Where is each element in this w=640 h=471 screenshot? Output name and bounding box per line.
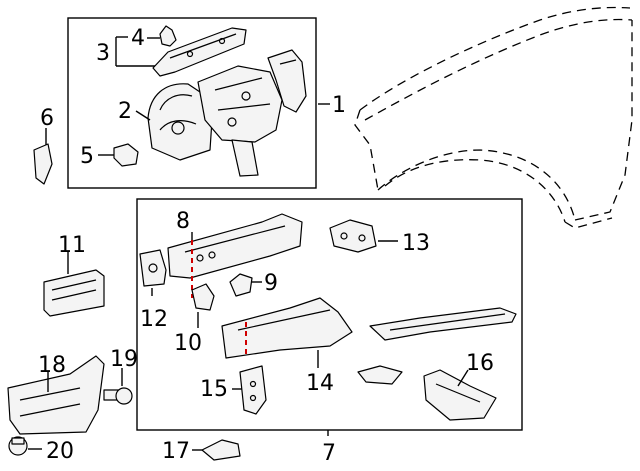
part-11-bracket	[43, 269, 105, 317]
callout-8: 8	[176, 209, 190, 234]
part-1-apron	[197, 65, 283, 177]
callout-17: 17	[162, 439, 190, 464]
callout-7: 7	[322, 441, 336, 466]
leader-lines	[28, 36, 469, 451]
part-15-plate	[239, 365, 267, 415]
part-1-side-panel	[267, 49, 307, 113]
fender-outline	[354, 6, 633, 229]
part-20-clip	[8, 436, 28, 456]
part-16-extension	[423, 369, 497, 421]
part-9-bracket	[229, 273, 253, 297]
group-box-1	[67, 17, 317, 189]
callout-1: 1	[332, 93, 346, 118]
callout-9: 9	[264, 271, 278, 296]
callout-10: 10	[174, 331, 202, 356]
part-6-bracket	[33, 143, 53, 185]
callout-2: 2	[118, 99, 132, 124]
part-13-bracket	[329, 219, 377, 253]
group-box-7	[136, 198, 523, 431]
callout-3: 3	[96, 41, 110, 66]
part-8-front-side-member	[167, 213, 303, 298]
part-5-bracket	[113, 143, 139, 167]
rear-rail	[369, 307, 517, 341]
part-14-rear-side-member	[221, 297, 353, 359]
callout-19: 19	[110, 347, 138, 372]
callout-4: 4	[131, 26, 145, 51]
callout-13: 13	[402, 231, 430, 256]
small-bracket	[357, 365, 403, 385]
callout-11: 11	[58, 233, 86, 258]
part-4-bracket	[159, 25, 177, 47]
callout-6: 6	[40, 106, 54, 131]
callout-18: 18	[38, 353, 66, 378]
callouts: 1 2 3 4 5 6 7 8 9 10 11 12 13 14 15 16 1…	[38, 26, 494, 466]
callout-20: 20	[46, 439, 74, 464]
part-12-plate	[139, 249, 167, 287]
part-10-bracket	[191, 283, 215, 311]
part-17-bracket	[201, 439, 241, 461]
callout-16: 16	[466, 351, 494, 376]
part-2-wheelhouse	[147, 83, 213, 161]
part-3-upper-reinforcement	[152, 27, 247, 77]
part-18-bracket	[7, 355, 105, 435]
callout-12: 12	[140, 307, 168, 332]
callout-14: 14	[306, 371, 334, 396]
callout-15: 15	[200, 377, 228, 402]
part-19-bolt	[103, 387, 133, 405]
callout-5: 5	[80, 144, 94, 169]
